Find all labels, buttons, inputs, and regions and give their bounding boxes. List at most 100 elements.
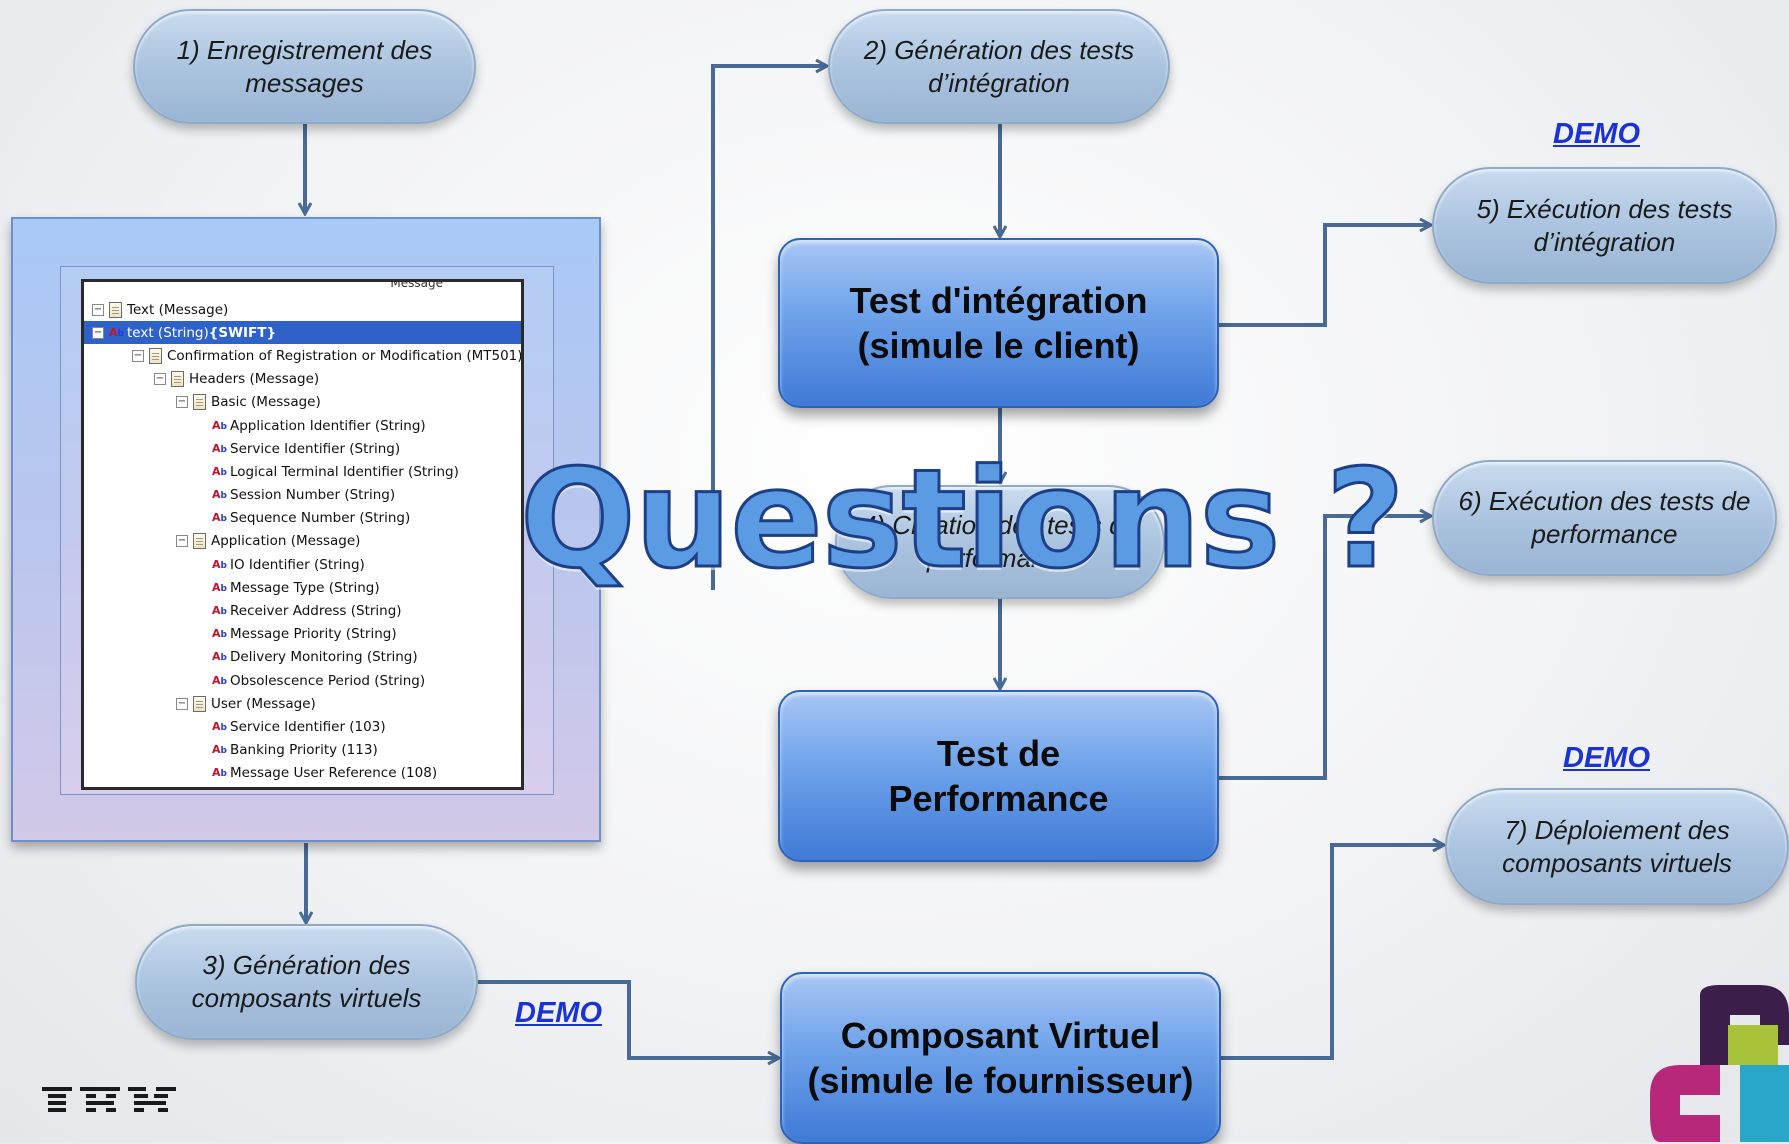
- string-field-icon: Ab: [212, 743, 227, 757]
- tree-row[interactable]: − Text (Message): [84, 298, 521, 321]
- performance-test-box: Test de Performance: [778, 690, 1219, 862]
- tree-row-label: text (String): [127, 324, 209, 341]
- tree-row-label: IO Identifier (String): [230, 556, 365, 573]
- string-field-icon: Ab: [212, 418, 227, 432]
- string-field-icon: Ab: [212, 557, 227, 571]
- arrow-performance-to-step6: [1218, 516, 1430, 780]
- tree-row-label: Message User Reference (108): [230, 765, 438, 782]
- document-icon: [109, 301, 122, 318]
- collapse-toggle-icon[interactable]: −: [176, 396, 188, 409]
- tree-header: Message: [84, 282, 521, 298]
- performance-test-label: Test de Performance: [888, 733, 1109, 819]
- string-field-icon: Ab: [212, 441, 227, 455]
- collapse-toggle-icon[interactable]: −: [176, 535, 188, 548]
- demo-link-step5[interactable]: DEMO: [1553, 118, 1640, 150]
- tree-row-label: Service Identifier (103): [230, 718, 386, 735]
- demo-link-step7[interactable]: DEMO: [1563, 742, 1650, 774]
- string-field-icon: Ab: [212, 511, 227, 525]
- document-icon: [149, 347, 162, 364]
- tree-header-label: Message: [390, 279, 443, 290]
- string-field-icon: Ab: [212, 627, 227, 641]
- string-field-icon: Ab: [212, 719, 227, 733]
- tree-row-label: Application Identifier (String): [230, 417, 426, 434]
- collapse-toggle-icon[interactable]: −: [92, 326, 104, 339]
- tree-row-label: Text (Message): [127, 301, 229, 318]
- string-field-icon: Ab: [212, 488, 227, 502]
- step4-label: 4) Création des tests de performance: [861, 510, 1139, 573]
- tree-row-label: Basic (Message): [211, 394, 321, 411]
- integration-test-label: Test d'intégration (simule le client): [849, 280, 1148, 366]
- collapse-toggle-icon[interactable]: −: [154, 373, 166, 386]
- step2-label: 2) Génération des tests d’intégration: [863, 34, 1135, 98]
- string-field-icon: Ab: [212, 650, 227, 664]
- questions-overlay: Questions ?: [519, 441, 1407, 599]
- step6-node: 6) Exécution des tests de performance: [1432, 460, 1777, 576]
- tree-row[interactable]: − User (Message): [84, 692, 521, 715]
- string-field-icon: Ab: [212, 464, 227, 478]
- step5-node: 5) Exécution des tests d’intégration: [1432, 167, 1777, 284]
- string-field-icon: Ab: [212, 580, 227, 594]
- integration-test-box: Test d'intégration (simule le client): [778, 238, 1219, 408]
- tree-row-label: Obsolescence Period (String): [230, 672, 426, 689]
- tree-row-label: Message Priority (String): [230, 626, 397, 643]
- arrow-step3-to-virtual: [478, 980, 778, 1058]
- tree-row-label: Delivery Monitoring (String): [230, 649, 418, 666]
- document-icon: [193, 533, 206, 550]
- tree-row[interactable]: −Confirmation of Registration or Modific…: [84, 344, 521, 367]
- tree-row-label: Headers (Message): [189, 371, 320, 388]
- step2-node: 2) Génération des tests d’intégration: [828, 9, 1170, 124]
- tree-row-label: Application (Message): [211, 533, 361, 550]
- arrow-to-step2: [711, 66, 826, 590]
- tree-row-label: User (Message): [211, 695, 316, 712]
- step3-node: 3) Génération des composants virtuels: [135, 924, 478, 1040]
- document-icon: [193, 695, 206, 712]
- tree-row-label: Banking Priority (113): [230, 742, 378, 759]
- collapse-toggle-icon[interactable]: −: [92, 303, 104, 316]
- demo-link-step3[interactable]: DEMO: [515, 997, 602, 1029]
- tree-row-label: Session Number (String): [230, 487, 396, 504]
- corner-brand-logo: [1650, 985, 1789, 1142]
- string-field-icon: Ab: [212, 673, 227, 687]
- tree-row-suffix: {SWIFT}: [208, 324, 277, 341]
- tree-row[interactable]: − Application (Message): [84, 530, 521, 553]
- tree-row[interactable]: − Basic (Message): [84, 391, 521, 414]
- step7-node: 7) Déploiement des composants virtuels: [1445, 788, 1789, 905]
- step7-label: 7) Déploiement des composants virtuels: [1502, 814, 1732, 878]
- ibm-logo: [42, 1087, 176, 1112]
- tree-row[interactable]: − Headers (Message): [84, 368, 521, 391]
- document-icon: [171, 371, 184, 388]
- step1-node: 1) Enregistrement des messages: [133, 9, 476, 124]
- virtual-component-box: Composant Virtuel (simule le fournisseur…: [780, 972, 1221, 1144]
- collapse-toggle-icon[interactable]: −: [132, 349, 144, 362]
- string-field-icon: Ab: [212, 766, 227, 780]
- collapse-toggle-icon[interactable]: −: [176, 697, 188, 710]
- step1-label: 1) Enregistrement des messages: [176, 34, 433, 98]
- arrow-integration-to-step5: [1218, 225, 1430, 327]
- step6-label: 6) Exécution des tests de performance: [1458, 486, 1751, 549]
- tree-row-label: Logical Terminal Identifier (String): [230, 463, 459, 480]
- tree-row-label: Message Type (String): [230, 579, 380, 596]
- tree-row-label: Sequence Number (String): [230, 510, 411, 527]
- string-field-icon: Ab: [109, 325, 124, 339]
- document-icon: [193, 394, 206, 411]
- step3-label: 3) Génération des composants virtuels: [191, 950, 422, 1013]
